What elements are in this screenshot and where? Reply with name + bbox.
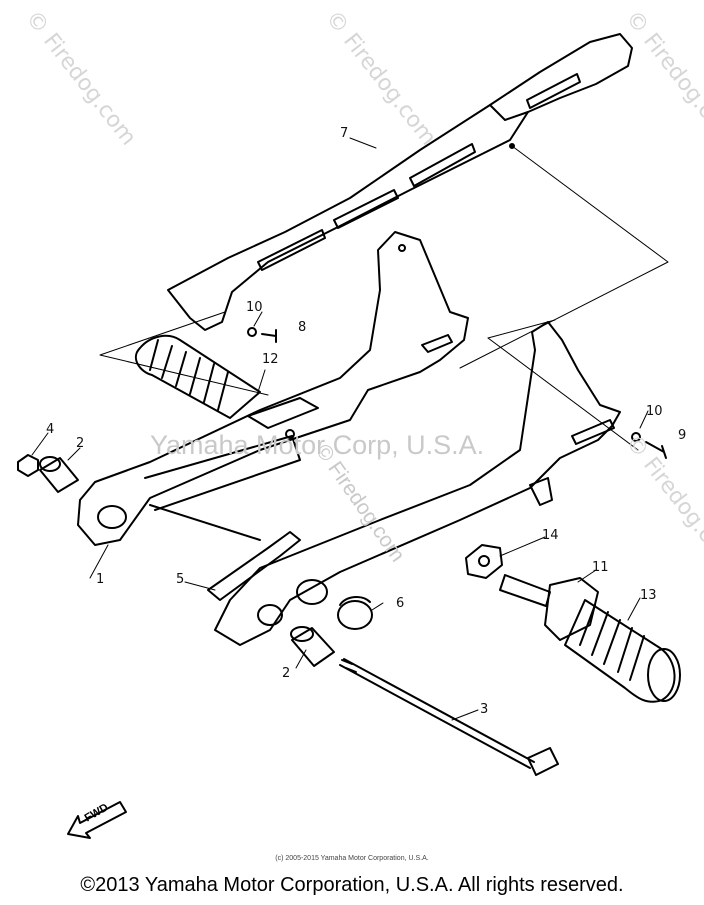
callout-3: 3 — [480, 702, 489, 717]
callout-7: 7 — [340, 126, 349, 141]
footrest-lower — [564, 599, 681, 703]
callout-10-upper: 10 — [246, 300, 263, 315]
callout-1: 1 — [96, 572, 105, 587]
fwd-arrow-icon — [67, 801, 127, 839]
pivot-tube — [144, 429, 301, 541]
callout-2-upper: 2 — [76, 436, 85, 451]
nut-4 — [17, 454, 39, 477]
callout-5: 5 — [176, 572, 185, 587]
callout-2-lower: 2 — [282, 666, 291, 681]
watermark-center: Yamaha Motor Corp, U.S.A. — [150, 430, 485, 460]
collar-lower — [290, 626, 335, 667]
cap-6 — [337, 596, 373, 630]
chain-guard — [167, 33, 633, 331]
callout-10-right: 10 — [646, 404, 663, 419]
bolt-9 — [631, 432, 667, 459]
callout-9: 9 — [678, 428, 687, 443]
callout-12: 12 — [262, 352, 279, 367]
callout-13: 13 — [640, 588, 657, 603]
nut-14 — [465, 544, 503, 579]
callout-14: 14 — [542, 528, 559, 543]
pivot-shaft — [339, 658, 559, 776]
footrest-upper — [134, 334, 261, 419]
footrest-bracket — [499, 574, 599, 641]
chain-slider — [207, 531, 301, 601]
collar-upper — [39, 456, 79, 493]
swing-arm-right-plate — [214, 321, 621, 646]
reference-lines — [99, 145, 669, 451]
swing-arm-left-plate — [77, 231, 469, 546]
callout-6: 6 — [396, 596, 405, 611]
callout-4: 4 — [46, 422, 55, 437]
leader-lines — [31, 137, 649, 721]
callout-8: 8 — [298, 320, 307, 335]
bolt-8 — [247, 327, 277, 343]
copyright-small: (c) 2005-2015 Yamaha Motor Corporation, … — [275, 855, 429, 862]
copyright-main: ©2013 Yamaha Motor Corporation, U.S.A. A… — [80, 874, 624, 896]
callout-11: 11 — [592, 560, 609, 575]
